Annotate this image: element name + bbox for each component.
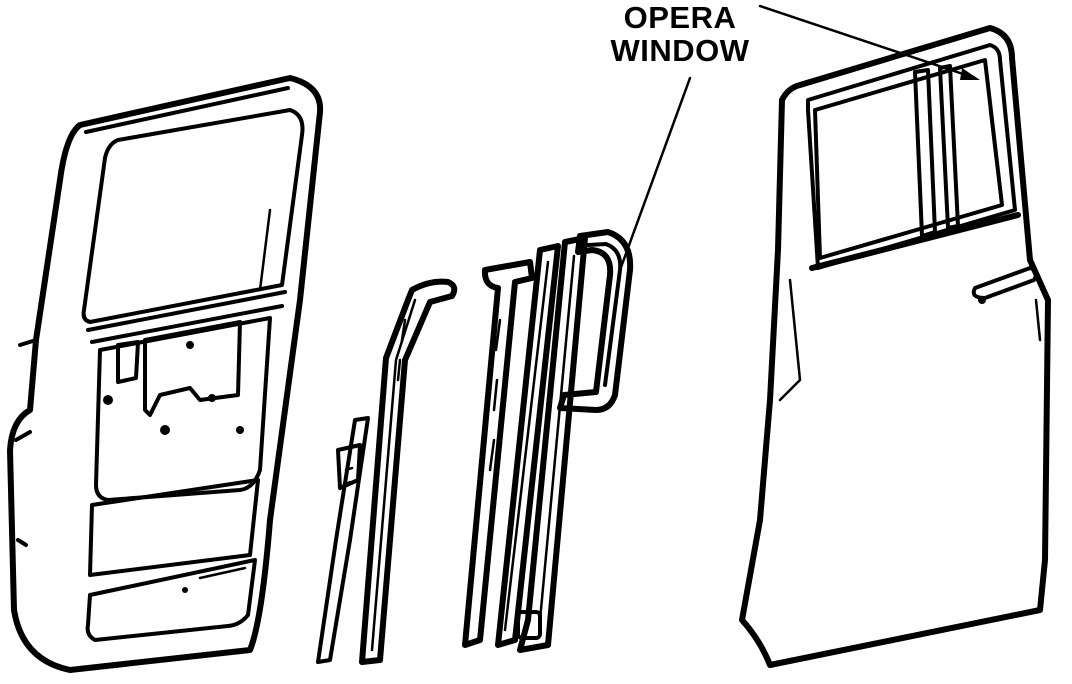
inner-door-panel [7,75,324,673]
inner-panel-belt-rail [86,290,287,332]
outer-panel-glass-reflection [988,108,998,162]
inner-panel-bracket [116,340,140,384]
glass-run-channel-seam [503,260,550,632]
rear-run-channel [359,278,458,665]
glass-run-channel-seam [538,254,576,622]
outer-panel-lock-cylinder [978,296,986,304]
outer-panel-belt-molding [809,212,1021,271]
inner-panel-window-reflection [258,208,272,292]
glass-run-channel-a [462,259,535,648]
inner-panel-hinge-marks [14,338,38,547]
inner-panel-outline [7,75,324,673]
division-channel-outline [316,416,370,664]
run-channel-inner-line [370,298,417,652]
inner-panel-window-opening [81,108,305,324]
outer-panel-outline [739,25,1051,668]
leader-line-to-door-glass [758,4,977,80]
leader-line-to-opera-window [618,76,692,272]
opera-window-frame [557,229,634,413]
division-channel [316,416,370,664]
callout-label-window: WINDOW [610,33,750,68]
outer-panel-division-post [938,64,960,230]
run-channel-outline [359,278,458,665]
inner-panel-access-cutout [94,316,272,502]
glass-run-channel-foot [516,610,542,640]
outer-panel-division-post [913,68,937,238]
outer-panel-edge-detail [1034,298,1042,342]
inner-panel-vent-slots [198,566,247,580]
inner-panel-belt-rail-lower [90,304,284,344]
glass-run-channel-b [495,243,561,648]
run-channel-detail [396,318,407,382]
outer-door-panel [739,25,1051,668]
glass-run-channel-dashes [488,318,502,472]
inner-panel-regulator-plate [143,320,242,417]
leader-arrowhead-door [960,68,980,80]
inner-panel-bolt-hole [236,426,244,434]
opera-window-inner-edge [586,242,623,387]
inner-panel-top-flange [84,86,290,134]
inner-panel-armrest-section [85,558,257,642]
inner-panel-bolt-hole [208,394,216,402]
inner-panel-bolt-hole [186,341,194,349]
callout-leader-lines [618,4,980,272]
division-channel-screws [342,466,354,487]
inner-panel-lower-section [88,478,260,577]
inner-panel-bolt-hole [103,395,113,405]
outer-panel-door-handle [971,266,1039,300]
glass-run-channels [462,235,588,653]
callout-label-opera: OPERA [623,0,737,35]
outer-panel-window-frame [806,43,1017,270]
outer-panel-contour [778,278,802,402]
inner-panel-screw [182,587,188,593]
inner-panel-bolt-hole [160,425,170,435]
opera-window-glass [557,229,634,413]
division-channel-bracket [336,443,362,490]
